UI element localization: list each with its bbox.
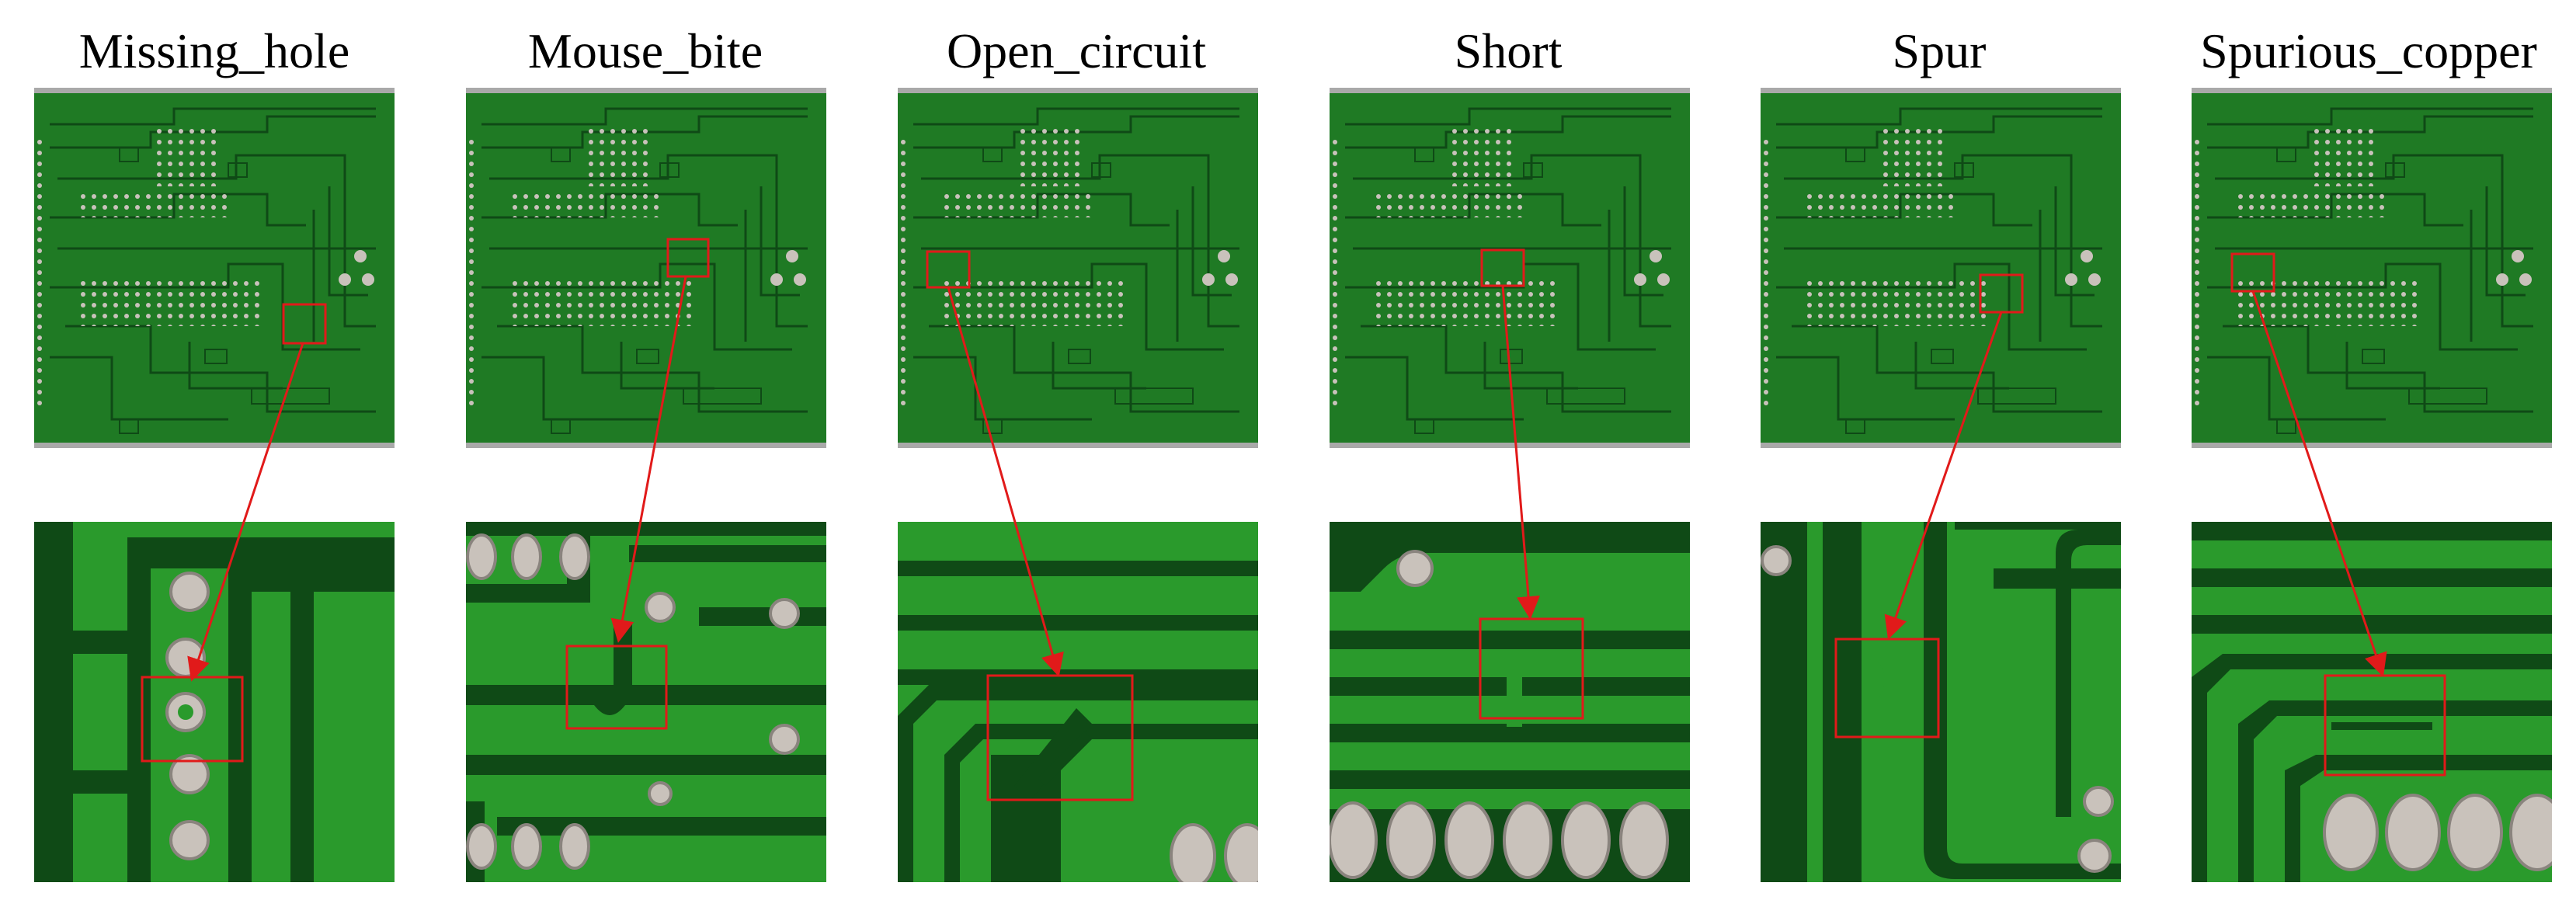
zoom-image-short <box>1330 522 1690 882</box>
pcb-detail-graphic <box>1330 522 1690 882</box>
pcb-board-graphic <box>466 93 826 443</box>
zoom-image-open-circuit <box>898 522 1258 882</box>
board-image-open-circuit <box>898 88 1258 448</box>
column-title-spur: Spur <box>1892 23 1987 78</box>
column-title-open-circuit: Open_circuit <box>946 23 1207 78</box>
board-image-missing-hole <box>34 88 395 448</box>
board-image-mouse-bite <box>466 88 826 448</box>
pcb-detail-graphic <box>1761 522 2121 882</box>
pcb-detail-graphic <box>898 522 1258 882</box>
board-image-spurious-copper <box>2192 88 2552 448</box>
column-title-mouse-bite: Mouse_bite <box>527 23 763 78</box>
pcb-detail-graphic <box>466 522 826 882</box>
column-title-short: Short <box>1454 23 1563 78</box>
zoom-image-mouse-bite <box>466 522 826 882</box>
pcb-board-graphic <box>2192 93 2552 443</box>
pcb-detail-graphic <box>2192 522 2552 882</box>
column-title-missing-hole: Missing_hole <box>78 23 350 78</box>
pcb-board-graphic <box>1761 93 2121 443</box>
zoom-image-spur <box>1761 522 2121 882</box>
board-image-spur <box>1761 88 2121 448</box>
column-title-spurious-copper: Spurious_copper <box>2200 23 2537 78</box>
zoom-image-spurious-copper <box>2192 522 2552 882</box>
pcb-board-graphic <box>34 93 395 443</box>
zoom-image-missing-hole <box>34 522 395 882</box>
pcb-board-graphic <box>1330 93 1690 443</box>
board-image-short <box>1330 88 1690 448</box>
pcb-board-graphic <box>898 93 1258 443</box>
pcb-detail-graphic <box>34 522 395 882</box>
